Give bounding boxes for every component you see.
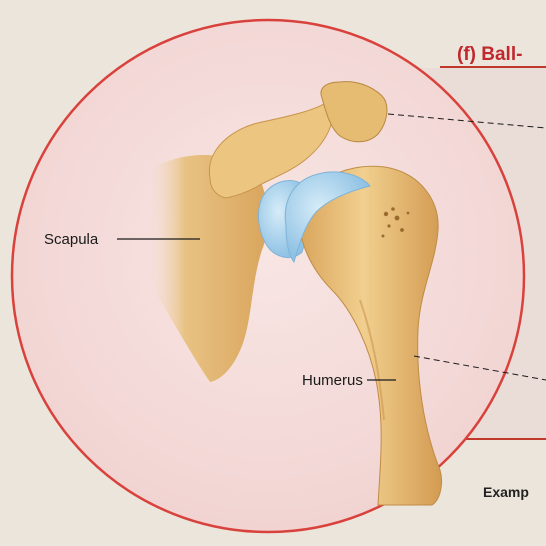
- magnified-circle: [12, 20, 524, 532]
- scapula-label: Scapula: [44, 231, 98, 248]
- humerus-label: Humerus: [302, 372, 363, 389]
